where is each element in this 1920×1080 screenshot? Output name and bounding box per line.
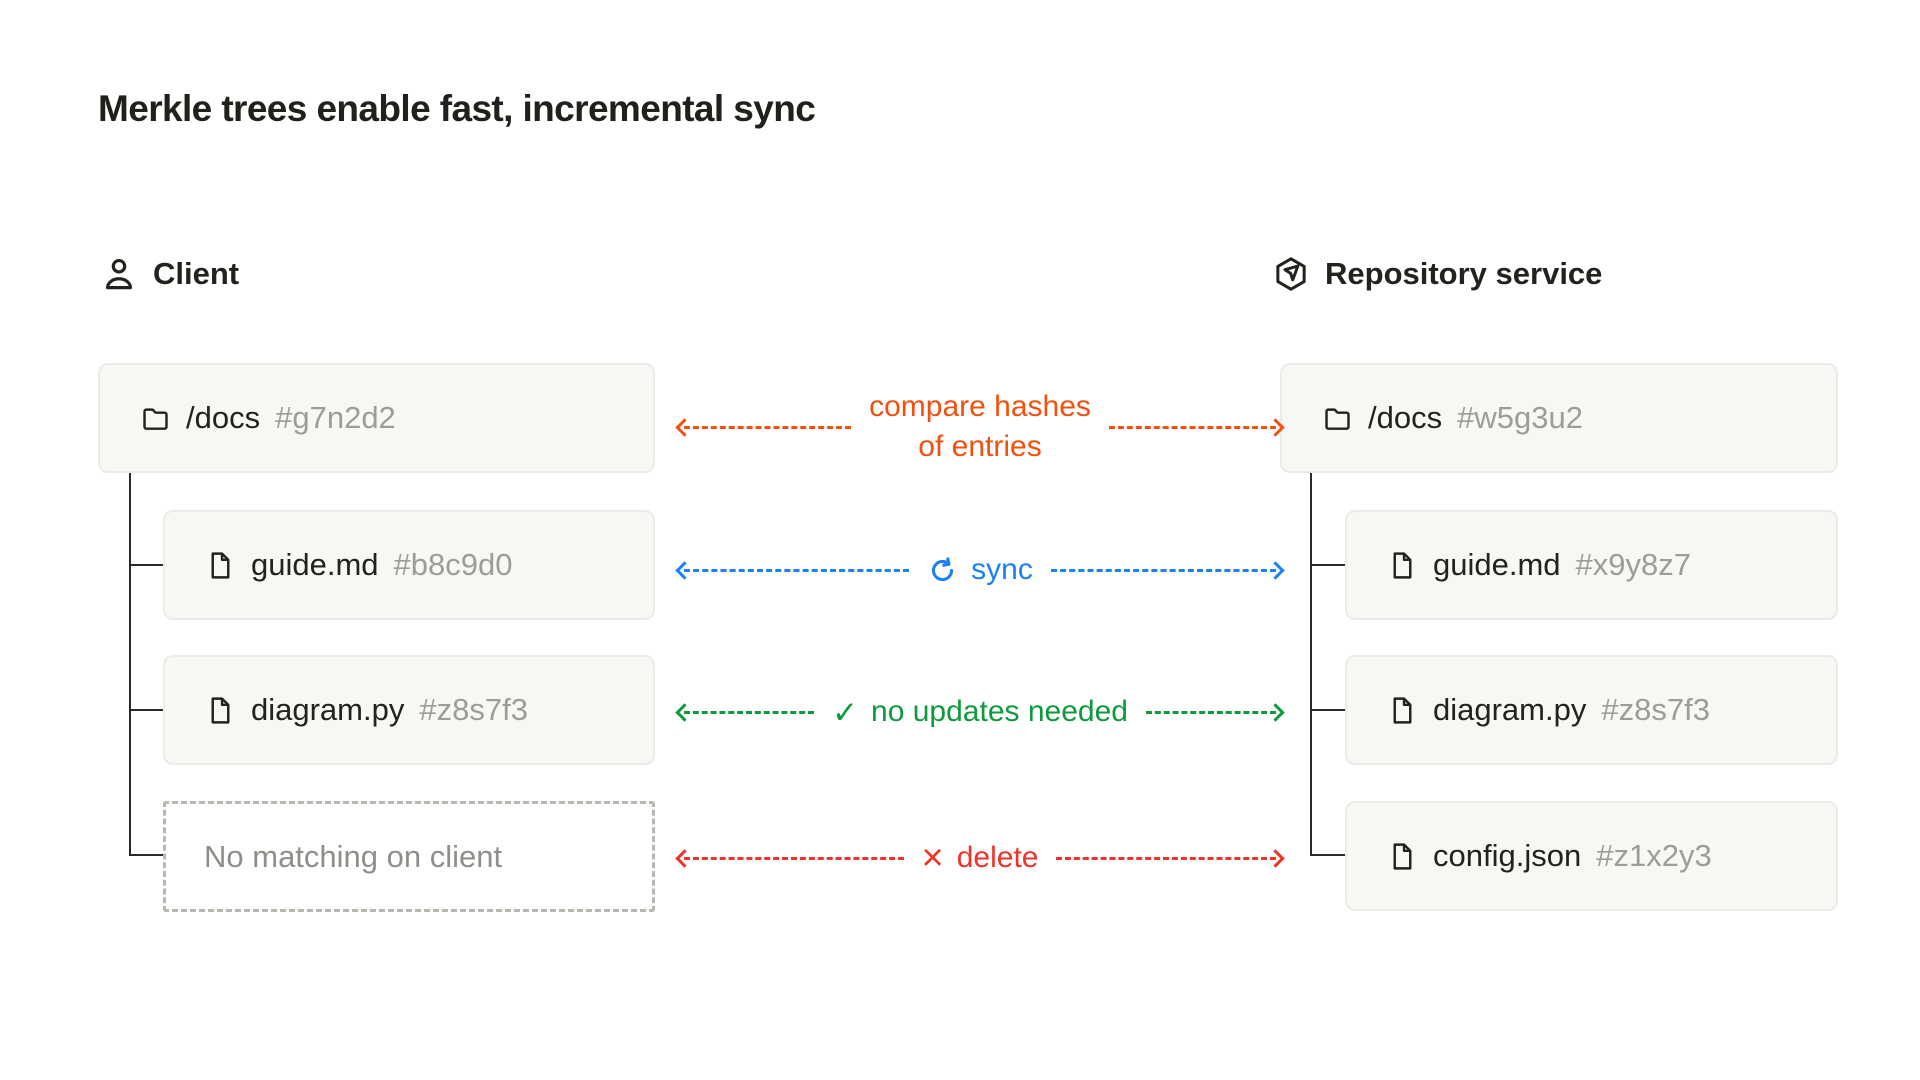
x-icon: × <box>921 837 944 879</box>
page-title: Merkle trees enable fast, incremental sy… <box>98 88 816 129</box>
right-dashed-arrow <box>1145 702 1285 722</box>
repo-tree-stub-2 <box>1310 709 1345 711</box>
node-hash: #z8s7f3 <box>1601 692 1710 727</box>
arrowhead-left-icon <box>675 417 694 437</box>
client-root-folder-node: /docs #g7n2d2 <box>98 363 655 473</box>
repo-tree-stub-3 <box>1310 854 1345 856</box>
arrowhead-right-icon <box>1266 417 1285 437</box>
node-name: diagram.py <box>251 692 405 727</box>
dashed-line <box>684 710 815 714</box>
connection-delete: × delete <box>675 813 1285 903</box>
left-dashed-arrow <box>675 702 815 722</box>
connection-sync: sync <box>675 525 1285 615</box>
folder-icon <box>143 407 168 430</box>
client-header: Client <box>100 252 239 296</box>
file-icon <box>211 696 230 724</box>
repo-tree-vertical-line <box>1310 473 1312 856</box>
client-header-label: Client <box>153 256 240 291</box>
connection-label: × delete <box>922 839 1039 877</box>
file-icon <box>1393 696 1412 724</box>
file-icon <box>211 551 230 579</box>
connection-compare-hashes: compare hashes of entries <box>675 377 1285 477</box>
client-tree-vertical-line <box>129 473 131 856</box>
node-name: config.json <box>1433 838 1582 873</box>
dashed-line <box>684 568 910 572</box>
sync-icon <box>932 556 954 581</box>
dashed-line <box>1056 856 1277 860</box>
node-name: guide.md <box>1433 547 1561 582</box>
connection-label: ✓ no updates needed <box>832 695 1128 729</box>
connection-label-line2: of entries <box>918 430 1042 463</box>
arrowhead-left-icon <box>675 560 694 580</box>
arrowhead-left-icon <box>675 848 694 868</box>
client-file-node-diagram: diagram.py #z8s7f3 <box>163 655 655 765</box>
repo-root-folder-node: /docs #w5g3u2 <box>1280 363 1838 473</box>
node-hash: #g7n2d2 <box>275 400 396 435</box>
folder-icon <box>1325 407 1350 430</box>
node-hash: #x9y8z7 <box>1575 547 1691 582</box>
connection-label-text: no updates needed <box>871 695 1128 728</box>
node-hash: #w5g3u2 <box>1457 400 1583 435</box>
arrowhead-right-icon <box>1266 848 1285 868</box>
node-hash: #z8s7f3 <box>419 692 528 727</box>
placeholder-label: No matching on client <box>204 838 503 874</box>
node-name: /docs <box>1368 400 1443 435</box>
client-tree-stub-1 <box>129 564 163 566</box>
repository-header: Repository service <box>1272 252 1602 296</box>
left-dashed-arrow <box>675 848 904 868</box>
right-dashed-arrow <box>1050 560 1285 580</box>
right-dashed-arrow <box>1108 417 1285 437</box>
left-dashed-arrow <box>675 560 910 580</box>
connection-label-line1: compare hashes <box>869 390 1091 424</box>
check-icon: ✓ <box>832 694 859 730</box>
connection-label: compare hashes of entries <box>869 387 1091 466</box>
dashed-line <box>1050 568 1276 572</box>
file-icon <box>1393 842 1412 870</box>
connection-label: sync <box>927 553 1033 587</box>
repo-file-node-diagram: diagram.py #z8s7f3 <box>1345 655 1838 765</box>
left-dashed-arrow <box>675 417 852 437</box>
arrowhead-right-icon <box>1266 560 1285 580</box>
client-tree-stub-2 <box>129 709 163 711</box>
client-missing-node: No matching on client <box>163 801 655 912</box>
repo-file-node-config: config.json #z1x2y3 <box>1345 801 1838 911</box>
file-icon <box>1393 551 1412 579</box>
arrowhead-left-icon <box>675 702 694 722</box>
repo-file-node-guide: guide.md #x9y8z7 <box>1345 510 1838 620</box>
person-icon <box>106 258 132 290</box>
client-tree-stub-3 <box>129 854 163 856</box>
dashed-line <box>684 425 852 429</box>
dashed-line <box>1108 425 1277 429</box>
right-dashed-arrow <box>1056 848 1285 868</box>
connection-label-text: delete <box>956 841 1039 874</box>
node-name: /docs <box>186 400 261 435</box>
package-icon <box>1276 257 1306 291</box>
connection-label-text: sync <box>971 553 1033 586</box>
client-file-node-guide: guide.md #b8c9d0 <box>163 510 655 620</box>
connection-no-updates: ✓ no updates needed <box>675 667 1285 757</box>
dashed-line <box>1145 710 1277 714</box>
node-name: guide.md <box>251 547 379 582</box>
repository-header-label: Repository service <box>1325 256 1603 291</box>
node-hash: #b8c9d0 <box>393 547 513 582</box>
repo-tree-stub-1 <box>1310 564 1345 566</box>
arrowhead-right-icon <box>1266 702 1285 722</box>
node-hash: #z1x2y3 <box>1596 838 1712 873</box>
node-name: diagram.py <box>1433 692 1587 727</box>
dashed-line <box>684 856 904 860</box>
